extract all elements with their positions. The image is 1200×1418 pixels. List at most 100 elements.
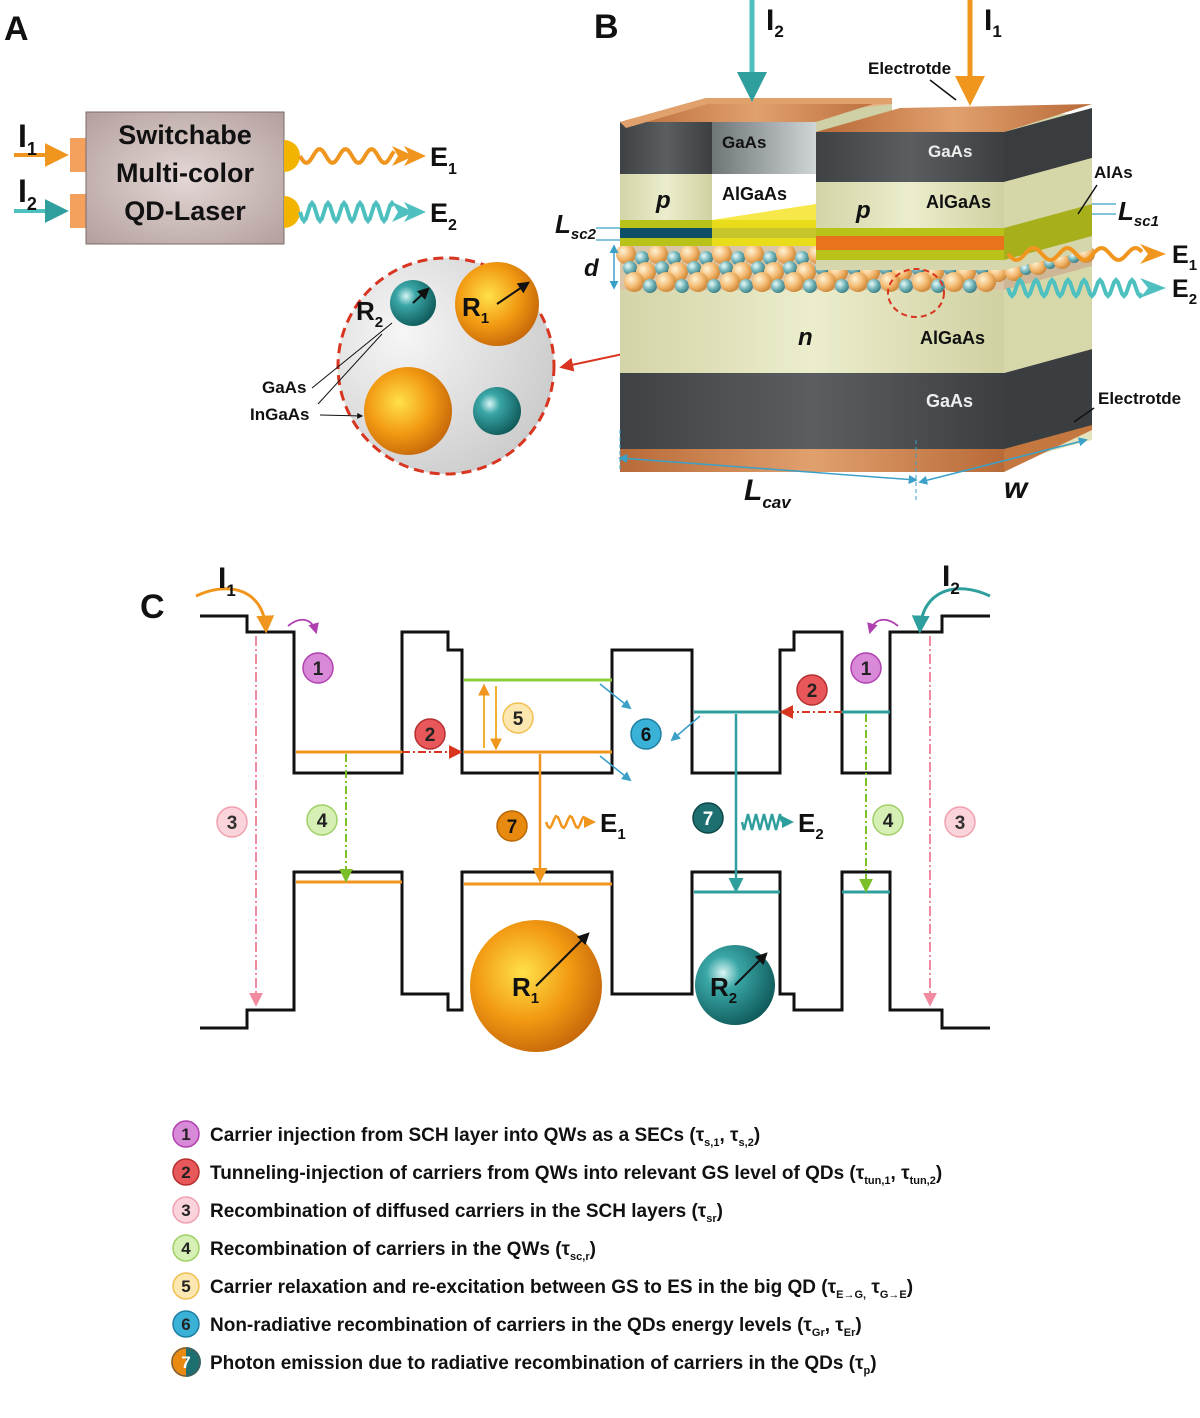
badge-3-icon: 3 (944, 806, 976, 838)
laser-box (85, 111, 285, 245)
layer-sc1-qw (816, 236, 1004, 250)
qd-dot (687, 261, 701, 275)
output-port-2 (284, 196, 300, 228)
panel-label-b: B (594, 8, 619, 46)
qd-dot (783, 261, 797, 275)
layer-algaas-right (816, 182, 1004, 228)
label-gaas-right: GaAs (928, 142, 972, 161)
badge-3-icon: 3 (216, 806, 248, 838)
qd-dot (712, 244, 732, 264)
qd-dot (816, 272, 836, 292)
label-e1: E1 (430, 142, 457, 178)
qd-dot (763, 251, 777, 265)
input-pad-1 (70, 138, 86, 172)
box-line-2: Multi-color (116, 158, 254, 188)
output-wave-e2 (298, 199, 396, 225)
emission-wave-e2 (1006, 276, 1144, 300)
label-electrode-bottom: Electrotde (1098, 389, 1181, 408)
qd-dot (675, 279, 689, 293)
qd-dot (744, 244, 764, 264)
label-c-e1: E1 (600, 808, 626, 843)
qd-dot (648, 244, 668, 264)
photon-wave-e2 (740, 813, 784, 831)
badge-1-icon: 1 (302, 652, 334, 684)
layer-gaas-bottom-side (1004, 349, 1092, 449)
valence-band (200, 870, 990, 1030)
label-c-r1: R1 (512, 972, 539, 1007)
electrode-left-edge (620, 98, 892, 128)
layer-gaas-right-side (1004, 108, 1092, 182)
legend-text: Carrier relaxation and re-excitation bet… (210, 1277, 913, 1301)
label-electrode-top: Electrotde (868, 59, 951, 78)
label-b-i2: I2 (766, 4, 784, 41)
qd-dot (944, 272, 964, 292)
badge-5-icon: 5 (502, 702, 534, 734)
inset-pointer-gaas (311, 322, 393, 389)
label-alas: AlAs (1094, 163, 1133, 182)
inset-pointer-ingaas-2 (319, 412, 364, 419)
qd-dot (976, 272, 996, 292)
label-i2: I2 (18, 173, 37, 214)
label-i1: I1 (18, 118, 37, 159)
layer-gaas-left (620, 122, 712, 174)
legend-text: Photon emission due to radiative recombi… (210, 1353, 877, 1377)
panel-a: A Switchabe Multi-color QD-Laser I1 I2 E… (4, 10, 457, 245)
qd-dot (707, 279, 721, 293)
output-wave-e1 (298, 146, 396, 166)
qd-dot (751, 261, 765, 275)
legend-number: 4 (181, 1239, 191, 1258)
layer-algaas-right-side (1004, 158, 1092, 228)
label-b-i1: I1 (984, 4, 1002, 41)
highlight-circle (887, 268, 945, 318)
legend: 1 Carrier injection from SCH layer into Q… (171, 1120, 942, 1377)
legend-badge-icon (172, 1196, 200, 1224)
legend-badge-icon (172, 1120, 200, 1148)
lcav-dimension (618, 454, 918, 484)
r2-radius-arrow (734, 952, 768, 986)
legend-number: 1 (181, 1125, 190, 1144)
panel-label-c: C (140, 588, 165, 626)
layer-algaas-left (620, 174, 712, 222)
inset-label-ingaas: InGaAs (250, 405, 310, 424)
label-p-left: p (655, 187, 671, 214)
legend-number: 5 (181, 1277, 190, 1296)
pointer-electrode-bottom (1073, 407, 1095, 423)
qd-inset: R2 R1 GaAs InGaAs (250, 256, 887, 476)
legend-number: 2 (181, 1163, 190, 1182)
badge-number: 1 (313, 659, 324, 680)
panel-b: B (555, 0, 1197, 512)
badge-number: 7 (507, 817, 518, 838)
legend-item: 1 Carrier injection from SCH layer into Q… (172, 1120, 760, 1149)
badge-2-icon: 2 (796, 674, 828, 706)
badge-number: 4 (883, 811, 894, 832)
qd-dot (667, 251, 681, 265)
label-algaas-left: AlGaAs (722, 184, 787, 204)
layer-sc1-bottom (816, 250, 1004, 260)
label-lsc2: Lsc2 (555, 209, 597, 243)
legend-badge-icon (172, 1272, 200, 1300)
qd-dot (643, 279, 657, 293)
badge-4-icon: 4 (872, 804, 904, 836)
emission-arrowhead-e2 (1140, 278, 1166, 298)
process-6-arrow-2 (599, 755, 632, 782)
legend-badge-icon (172, 1158, 200, 1186)
qd-dot (771, 279, 785, 293)
qd-dot (656, 272, 676, 292)
qd-dot (867, 279, 881, 293)
pointer-electrode-top (929, 79, 957, 101)
qd-dot (803, 279, 817, 293)
box-line-3: QD-Laser (124, 196, 246, 226)
label-w: w (1004, 472, 1029, 505)
badge-number: 4 (317, 811, 328, 832)
qd-dot (776, 244, 796, 264)
legend-number: 6 (181, 1315, 190, 1334)
label-gaas-left: GaAs (722, 133, 766, 152)
badge-7-icon: 7 (692, 802, 724, 834)
legend-text: Carrier injection from SCH layer into QW… (210, 1125, 760, 1149)
legend-badge-icon (172, 1234, 200, 1262)
process-6-arrow-3 (670, 715, 701, 742)
qd-dot (899, 279, 913, 293)
